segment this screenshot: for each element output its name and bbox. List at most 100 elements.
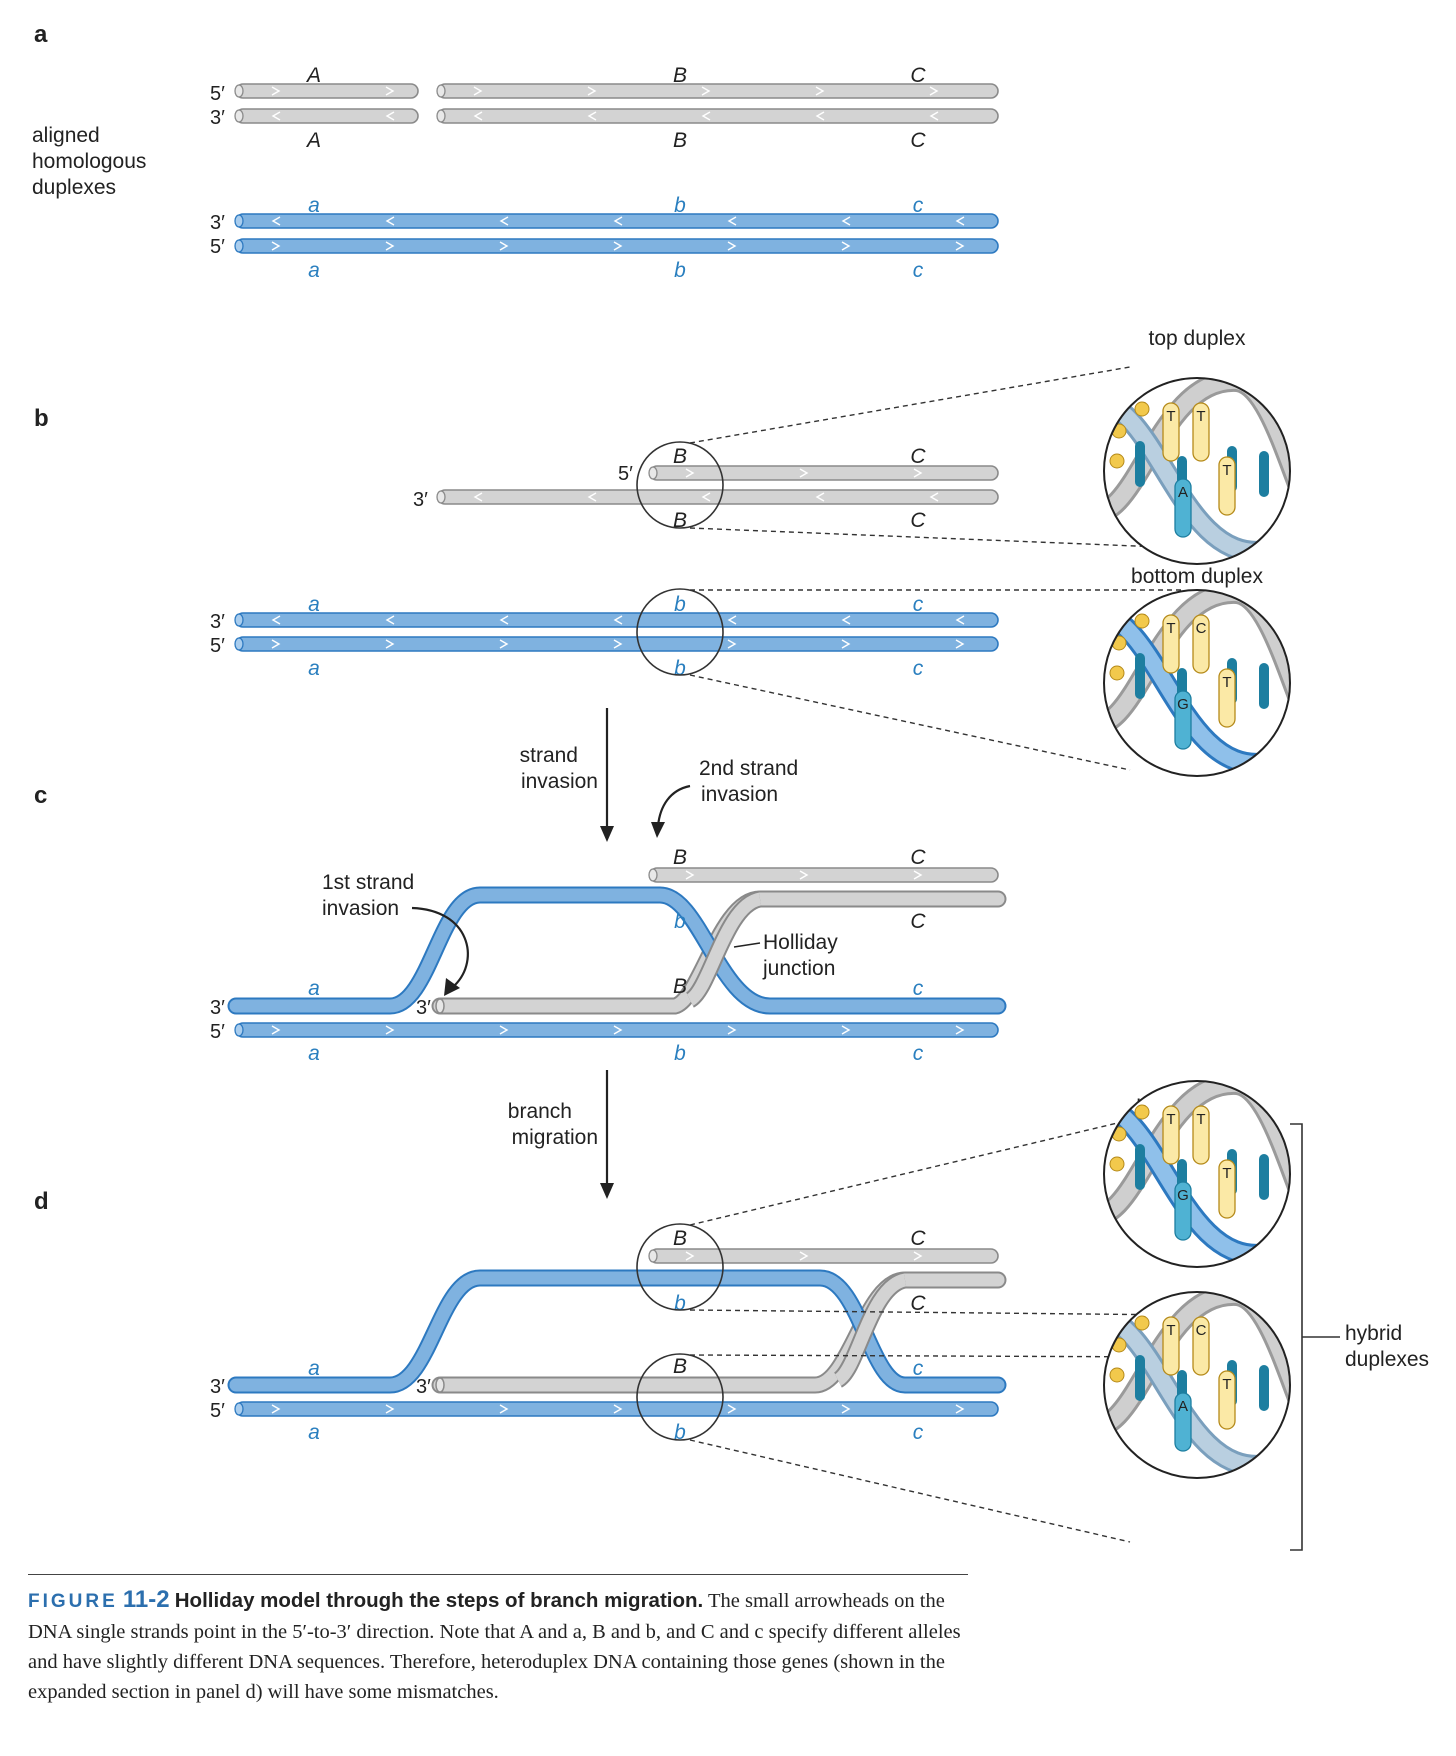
- sugar-ball: [1134, 1104, 1150, 1120]
- direction-arrowhead: [613, 241, 623, 251]
- direction-arrowhead: [271, 1025, 281, 1035]
- base-block: [1218, 1370, 1236, 1430]
- direction-arrowhead: [913, 870, 923, 880]
- prime-label: 3′: [210, 107, 225, 129]
- base-block: [1162, 1316, 1180, 1376]
- base-block: [1174, 478, 1192, 538]
- strand-invasion-arrow: strand invasion: [520, 708, 614, 842]
- gene-label: B: [673, 509, 687, 532]
- base-stub: [1135, 653, 1145, 699]
- direction-arrowhead: [271, 1404, 281, 1414]
- strand-body: [437, 489, 999, 505]
- direction-arrowhead: [385, 241, 395, 251]
- branch-migration-arrow: branch migration: [508, 1070, 614, 1199]
- direction-arrowhead: [499, 1404, 509, 1414]
- direction-arrowhead: [473, 111, 483, 121]
- direction-arrowhead: [799, 870, 809, 880]
- inset-background: [1104, 590, 1290, 776]
- strand-body: [235, 1022, 999, 1038]
- sugar-ball: [1134, 613, 1150, 629]
- gene-label: a: [308, 259, 320, 282]
- gray-strand-top-3-left: [234, 108, 419, 124]
- direction-arrowhead: [955, 216, 965, 226]
- prime-label: 5′: [210, 236, 225, 258]
- base-stub: [1259, 663, 1269, 709]
- base-stub: [1135, 1144, 1145, 1190]
- direction-arrowhead: [613, 639, 623, 649]
- base-letter: T: [1166, 408, 1175, 425]
- zoom-guide-line: [689, 1119, 1131, 1226]
- inset-border: [1103, 377, 1291, 565]
- direction-arrowhead: [913, 1251, 923, 1261]
- base-block: [1162, 1105, 1180, 1165]
- gene-label: c: [913, 1421, 924, 1444]
- strand-body: [235, 213, 999, 229]
- gene-label: A: [305, 129, 321, 152]
- gene-label: b: [674, 910, 686, 933]
- prime-label: 5′: [210, 635, 225, 657]
- direction-arrowhead: [815, 111, 825, 121]
- direction-arrowhead: [473, 492, 483, 502]
- gene-label: c: [913, 194, 924, 217]
- direction-arrowhead: [499, 615, 509, 625]
- gene-label: B: [673, 445, 687, 468]
- direction-arrowhead: [929, 86, 939, 96]
- gray-strand-5: [648, 1248, 999, 1264]
- blue-strand-3: [234, 612, 999, 628]
- panel-letter-b: b: [34, 405, 49, 432]
- base-block: [1174, 1392, 1192, 1452]
- second-invasion-label: invasion: [701, 783, 778, 806]
- direction-arrowhead: [955, 1025, 965, 1035]
- base-block: [1218, 668, 1236, 728]
- direction-arrowhead: [385, 1404, 395, 1414]
- direction-arrowhead: [841, 1404, 851, 1414]
- direction-arrowhead: [799, 1251, 809, 1261]
- strand-body: [235, 636, 999, 652]
- direction-arrowhead: [701, 111, 711, 121]
- direction-arrowhead: [613, 1404, 623, 1414]
- arrow-label: migration: [512, 1126, 598, 1149]
- gene-label: C: [910, 445, 926, 468]
- prime-label: 3′: [416, 1376, 431, 1398]
- strand-body: [235, 612, 999, 628]
- gene-label: b: [674, 657, 686, 680]
- hybrid-label: duplexes: [1345, 1348, 1429, 1371]
- direction-arrowhead: [955, 615, 965, 625]
- inset-title: bottom duplex: [1131, 565, 1263, 588]
- gray-junction: [833, 1273, 908, 1386]
- strand-end-cap: [436, 84, 446, 98]
- strand-body: [649, 465, 999, 481]
- direction-arrowhead: [955, 1404, 965, 1414]
- gray-strand-5: [648, 867, 999, 883]
- side-label-line-1: aligned: [32, 124, 100, 147]
- direction-arrowhead: [727, 1025, 737, 1035]
- helix-backbone: [1104, 604, 1290, 772]
- base-letter: T: [1196, 1111, 1205, 1128]
- direction-arrowhead: [701, 492, 711, 502]
- arrow-label: strand: [520, 744, 578, 767]
- caption-figure-number: 11-2: [122, 1586, 170, 1613]
- strand-end-cap: [648, 1249, 658, 1263]
- gene-label: a: [308, 194, 320, 217]
- blue-strand-5: [234, 1401, 999, 1417]
- caption-title: Holliday model through the steps of bran…: [174, 1589, 704, 1612]
- arrow-label: branch: [508, 1100, 572, 1123]
- gene-label: B: [673, 129, 687, 152]
- prime-label: 5′: [618, 463, 633, 485]
- holliday-model-figure: a aligned homologous duplexes 5′ 3′ 3′ 5…: [32, 21, 1429, 1551]
- inset-border: [1103, 1291, 1291, 1479]
- blue-strand-3: [234, 213, 999, 229]
- inset-background: [1104, 1292, 1290, 1478]
- gray-strand-3: [436, 489, 999, 505]
- holliday-pointer: [733, 942, 761, 948]
- direction-arrowhead: [841, 216, 851, 226]
- gene-label: a: [308, 1421, 320, 1444]
- base-block: [1192, 402, 1210, 462]
- gene-label: C: [910, 64, 926, 87]
- direction-arrowhead: [929, 492, 939, 502]
- direction-arrowhead: [955, 639, 965, 649]
- strand-body: [437, 108, 999, 124]
- gene-label: C: [910, 846, 926, 869]
